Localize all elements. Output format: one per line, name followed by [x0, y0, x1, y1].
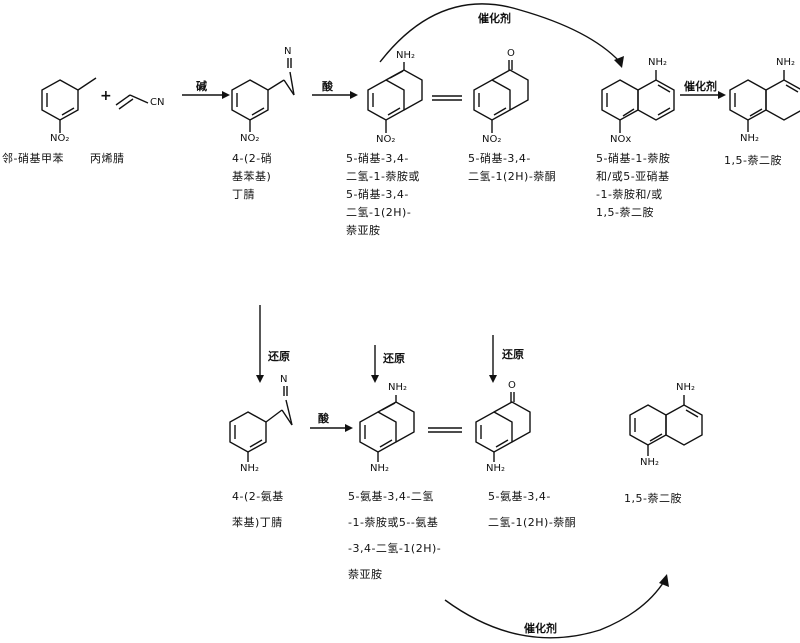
acrylonitrile-cn: CN [150, 97, 165, 108]
plus-sign: + [100, 88, 112, 104]
naphthalenediamine-top-structure [729, 70, 800, 132]
label-line: 基苯基) [232, 170, 272, 183]
label-line: 5-氨基-3,4-二氢 [348, 490, 434, 503]
diamine-top-nh2-upper: NH₂ [776, 57, 796, 68]
diamine-bottom-nh2-upper: NH₂ [676, 382, 696, 393]
amino-dihydro-nh2-upper: NH₂ [388, 382, 408, 393]
label-line: 4-(2-硝 [232, 152, 273, 165]
label-line: 5-氨基-3,4- [488, 490, 551, 503]
label-naphthalenediamine-bottom: 1,5-萘二胺 [624, 492, 682, 505]
naphthylamine-nh2: NH₂ [648, 57, 668, 68]
dihydro-nh2: NH₂ [396, 50, 416, 61]
label-nitro-mixture: 5-硝基-1-萘胺 和/或5-亚硝基 -1-萘胺和/或 1,5-萘二胺 [596, 150, 670, 222]
butyronitrile-n: N [284, 46, 292, 57]
acrylonitrile-structure [115, 94, 149, 110]
nitro-naphthylamine-structure [601, 70, 675, 133]
amino-butyronitrile-n: N [280, 374, 288, 385]
nitro-dihydronaphthylamine-structure [367, 62, 423, 133]
condition-reduce-3: 还原 [502, 348, 524, 361]
label-line: 5-硝基-3,4- [346, 152, 409, 165]
amino-dihydro-nh2-lower: NH₂ [370, 463, 390, 474]
label-line: 5-硝基-1-萘胺 [596, 152, 671, 165]
label-o-nitrotoluene: 邻-硝基甲苯 [2, 152, 64, 165]
dihydro-no2: NO₂ [376, 134, 396, 145]
nitrophenyl-butyronitrile-structure [231, 58, 295, 132]
amino-butyronitrile-nh2: NH₂ [240, 463, 260, 474]
label-nitro-tetralone: 5-硝基-3,4- 二氢-1(2H)-萘酮 [468, 150, 556, 186]
amino-tetralone-o: O [508, 380, 516, 391]
label-line: 丁腈 [232, 188, 255, 201]
label-nitro-dihydronaphthylamine: 5-硝基-3,4- 二氢-1-萘胺或 5-硝基-3,4- 二氢-1(2H)- 萘… [346, 150, 420, 240]
tetralone-o: O [507, 48, 515, 59]
label-amino-dihydronaphthylamine: 5-氨基-3,4-二氢 -1-萘胺或5--氨基 -3,4-二氢-1(2H)- 萘… [348, 484, 441, 588]
label-amino-tetralone: 5-氨基-3,4- 二氢-1(2H)-萘酮 [488, 484, 576, 536]
condition-reduce-1: 还原 [268, 350, 290, 363]
label-line: 二氢-1(2H)-萘酮 [488, 516, 577, 529]
label-line: 萘亚胺 [346, 224, 381, 237]
label-line: 1,5-萘二胺 [596, 206, 654, 219]
label-aminophenyl-butyronitrile: 4-(2-氨基 苯基)丁腈 [232, 484, 284, 536]
tetralone-no2: NO₂ [482, 134, 502, 145]
label-line: 苯基)丁腈 [232, 516, 283, 529]
label-line: 二氢-1(2H)- [346, 206, 412, 219]
label-acrylonitrile: 丙烯腈 [90, 152, 125, 165]
label-line: -1-萘胺或5--氨基 [348, 516, 439, 529]
amino-dihydronaphthylamine-structure [359, 395, 415, 462]
label-line: 萘亚胺 [348, 568, 383, 581]
label-line: 4-(2-氨基 [232, 490, 284, 503]
condition-catalyst-arc-top: 催化剂 [478, 12, 511, 25]
condition-acid-bottom: 酸 [318, 412, 329, 425]
label-nitrophenyl-butyronitrile: 4-(2-硝 基苯基) 丁腈 [232, 150, 272, 204]
label-line: -3,4-二氢-1(2H)- [348, 542, 442, 555]
label-line: 二氢-1-萘胺或 [346, 170, 420, 183]
butyronitrile-no2: NO₂ [240, 133, 260, 144]
condition-catalyst-arc-bottom: 催化剂 [524, 622, 557, 635]
label-line: -1-萘胺和/或 [596, 188, 663, 201]
aminophenyl-butyronitrile-structure [229, 386, 293, 462]
condition-base: 碱 [196, 80, 207, 93]
label-line: 和/或5-亚硝基 [596, 170, 670, 183]
o-nitrotoluene-structure [41, 77, 97, 133]
o-nitrotoluene-no2: NO₂ [50, 133, 70, 144]
label-line: 5-硝基-3,4- [346, 188, 409, 201]
diamine-top-nh2-lower: NH₂ [740, 133, 760, 144]
diamine-bottom-nh2-lower: NH₂ [640, 457, 660, 468]
naphthylamine-nox: NOx [610, 134, 632, 145]
label-line: 二氢-1(2H)-萘酮 [468, 170, 557, 183]
condition-acid-top: 酸 [322, 80, 333, 93]
naphthalenediamine-bottom-structure [629, 395, 703, 456]
label-line: 5-硝基-3,4- [468, 152, 531, 165]
condition-catalyst-right: 催化剂 [684, 80, 717, 93]
condition-reduce-2: 还原 [383, 352, 405, 365]
nitro-tetralone-structure [473, 60, 529, 133]
label-naphthalenediamine-top: 1,5-萘二胺 [724, 154, 782, 167]
amino-tetralone-structure [475, 392, 531, 462]
amino-tetralone-nh2: NH₂ [486, 463, 506, 474]
